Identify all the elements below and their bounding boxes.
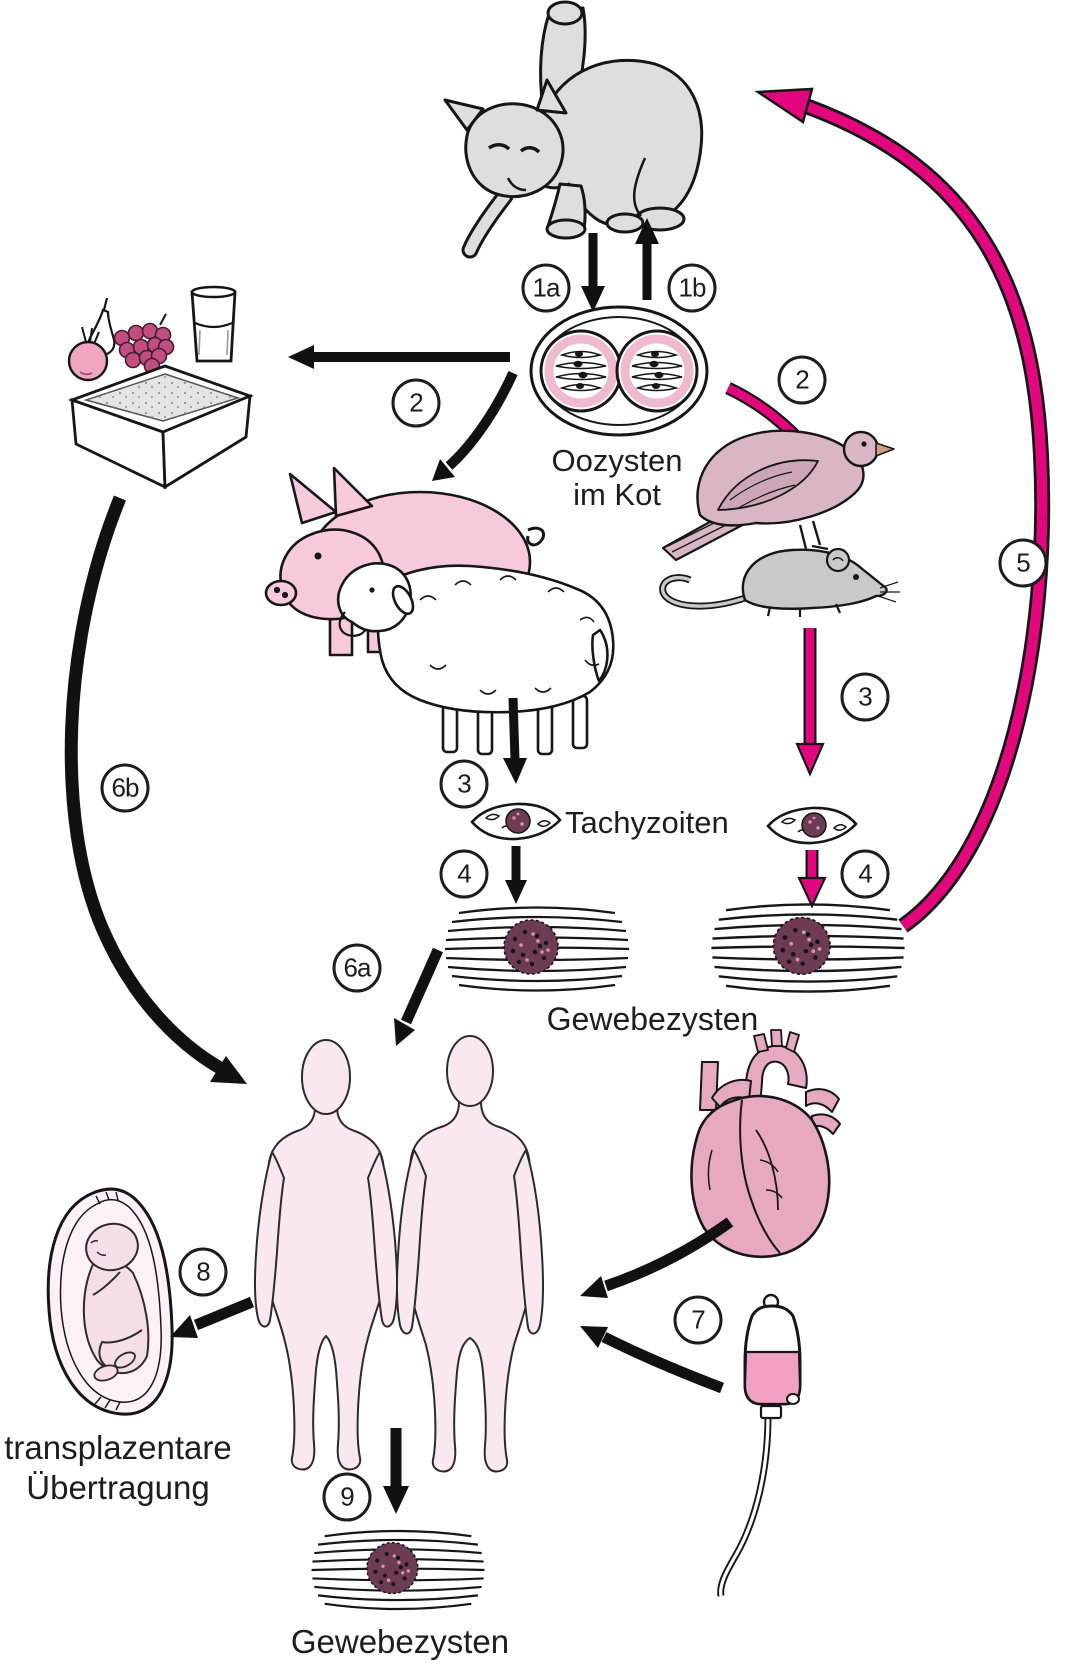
oocyst-illustration [529,305,709,437]
step-badge-2-right: 2 [777,355,827,405]
step-badge-4-left: 4 [439,849,489,899]
sheep-illustration [336,562,615,756]
tachyzoite-right-illustration [766,806,858,845]
step-badge-5: 5 [998,538,1048,588]
arrow-6b [64,495,247,1084]
tachyzoite-left-illustration [470,802,562,841]
oocysts-label-line1: Oozysten [551,443,683,478]
arrow-8 [170,1296,255,1338]
step-badge-2-left: 2 [391,378,441,428]
oocysts-label: Oozysten im Kot [505,443,729,513]
mouse-illustration [659,547,900,617]
arrow-1a [581,233,605,312]
tissue-cyst-left-illustration [443,906,631,992]
transplacental-label-line1: transplazentare [4,1429,232,1466]
step-badge-8: 8 [178,1247,228,1297]
arrow-2-left [288,345,510,369]
pigeon-illustration [661,429,895,562]
human-male-illustration [395,1035,545,1473]
arrow-9 [383,1428,409,1514]
tissue-cyst-right-illustration [710,903,906,993]
arrow-4-left [505,846,527,904]
step-badge-1a: 1a [521,263,571,313]
arrow-5 [754,87,1051,933]
arrow-3-left [503,697,527,784]
tachyzoites-label: Tachyzoiten [565,805,729,840]
step-badge-3-left: 3 [439,759,489,809]
litter-box-icon [67,364,254,490]
transplacental-label-line2: Übertragung [26,1469,210,1507]
apple-icon [67,326,109,382]
arrow-3-right [795,628,825,777]
arrow-7-blood [580,1326,724,1394]
tissue-cysts-middle-label: Gewebezysten [546,1001,759,1037]
step-badge-7: 7 [673,1295,723,1345]
grapes-icon [113,313,175,375]
arrow-1b [635,218,659,300]
step-badge-1b: 1b [667,263,717,313]
step-badge-9: 9 [322,1472,372,1522]
blood-bag-illustration [717,1293,802,1597]
step-badge-4-right: 4 [840,849,890,899]
arrow-7-heart [580,1217,734,1298]
step-badge-6b: 6b [100,763,150,813]
arrow-4-right [797,850,827,909]
tissue-cysts-bottom-label: Gewebezysten [290,1623,510,1660]
arrow-2-pig [432,370,518,481]
heart-illustration [690,1029,841,1258]
transplacental-label: transplazentare Übertragung [0,1428,246,1509]
cat-illustration [443,0,704,259]
food-group [67,285,254,490]
tissue-cyst-bottom-illustration [310,1529,486,1611]
step-badge-3-right: 3 [840,672,890,722]
step-badge-6a: 6a [332,943,382,993]
fetus-illustration [46,1187,174,1416]
human-female-illustration [253,1039,399,1471]
arrow-6a [394,947,444,1046]
oocysts-label-line2: im Kot [573,477,661,513]
water-glass-icon [190,285,237,363]
